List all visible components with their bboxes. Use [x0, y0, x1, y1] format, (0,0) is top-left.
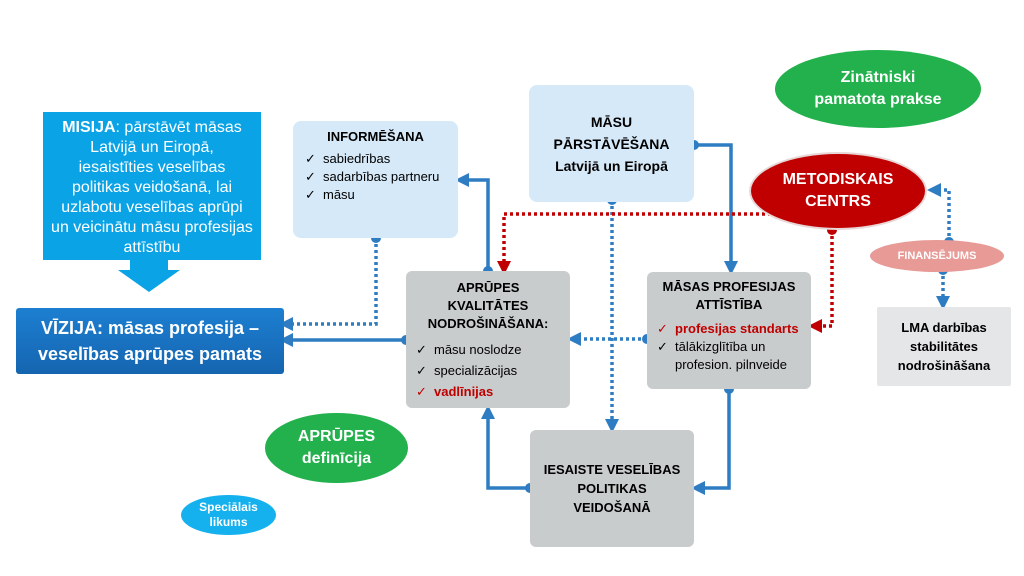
special-law-oval: Speciālais likums: [181, 495, 276, 535]
connector-policy-to-quality: [481, 405, 530, 490]
connector-profdev-to-policy: [691, 389, 731, 495]
informing-title: INFORMĒŠANA: [327, 129, 424, 144]
informing-box: INFORMĒŠANA ✓sabiedrības ✓sadarbības par…: [293, 121, 458, 238]
connector-representation-to-profdev: [694, 143, 738, 275]
check-icon: ✓: [305, 169, 316, 184]
representation-line: Latvijā un Eiropā: [555, 157, 668, 174]
method-line: METODISKAIS: [782, 171, 894, 188]
list-item: ✓tālākizglītība un profesion. pilnveide: [657, 339, 788, 372]
list-item: ✓profesijas standarts: [657, 321, 799, 336]
care-def-line: APRŪPES: [297, 428, 376, 445]
method-oval: METODISKAIS CENTRS: [749, 152, 927, 230]
policy-line: VEIDOŠANĀ: [573, 500, 651, 515]
list-item: ✓māsu noslodze: [414, 339, 562, 360]
funding-label: FINANSĒJUMS: [897, 250, 977, 262]
lma-box: LMA darbības stabilitātes nodrošināšana: [877, 307, 1011, 386]
connector-informing-to-vision: [279, 238, 378, 331]
mission-lead: MISIJA: [62, 119, 116, 136]
evidence-oval: Zinātniski pamatota prakse: [775, 50, 981, 128]
funding-oval: FINANSĒJUMS: [870, 240, 1004, 272]
quality-title-line: APRŪPES: [456, 280, 520, 295]
policy-line: IESAISTE VESELĪBAS: [543, 462, 681, 477]
lma-line: LMA darbības: [901, 320, 987, 335]
connector-quality-to-informing: [455, 173, 490, 272]
list-item: ✓sadarbības partneru: [305, 169, 440, 184]
policy-box: IESAISTE VESELĪBAS POLITIKAS VEIDOŠANĀ: [530, 430, 694, 547]
quality-box: APRŪPES KVALITĀTES NODROŠINĀŠANA: ✓māsu …: [406, 271, 570, 408]
list-item: ✓māsu: [305, 187, 355, 202]
vision-line2: veselības aprūpes pamats: [37, 344, 263, 364]
policy-line: POLITIKAS: [577, 481, 647, 496]
check-icon: ✓: [416, 363, 427, 378]
quality-title-line: NODROŠINĀŠANA:: [427, 316, 549, 331]
check-icon: ✓: [657, 339, 668, 354]
lma-line: nodrošināšana: [897, 358, 991, 373]
quality-title-line: KVALITĀTES: [447, 298, 529, 313]
special-law-line: Speciālais: [199, 500, 258, 514]
vision-box: VĪZIJA: māsas profesija – veselības aprū…: [16, 308, 284, 374]
vision-line1: VĪZIJA: māsas profesija –: [40, 318, 260, 338]
mission-box: MISIJA: pārstāvēt māsas Latvijā un Eirop…: [43, 112, 261, 260]
care-def-line: definīcija: [301, 450, 372, 467]
care-definition-oval: APRŪPES definīcija: [265, 413, 408, 483]
mission-text: : pārstāvēt māsas Latvijā un Eiropā, ies…: [51, 119, 253, 256]
representation-box: MĀSU PĀRSTĀVĒŠANA Latvijā un Eiropā: [529, 85, 694, 202]
connector-method-to-profdev: [808, 230, 834, 333]
check-icon: ✓: [416, 342, 427, 357]
check-icon: ✓: [305, 187, 316, 202]
list-item: ✓vadlīnijas: [414, 381, 562, 402]
representation-line: MĀSU: [590, 113, 633, 130]
profdev-title-line: MĀSAS PROFESIJAS: [662, 279, 796, 294]
check-icon: ✓: [657, 321, 668, 336]
list-item: ✓specializācijas: [414, 360, 562, 381]
list-item: ✓sabiedrības: [305, 151, 391, 166]
lma-line: stabilitātes: [910, 339, 978, 354]
special-law-line: likums: [209, 515, 248, 529]
method-line: CENTRS: [805, 193, 871, 210]
profdev-title-line: ATTĪSTĪBA: [695, 297, 763, 312]
connector-method-to-quality: [497, 212, 777, 275]
representation-line: PĀRSTĀVĒŠANA: [553, 135, 670, 152]
profdev-box: MĀSAS PROFESIJAS ATTĪSTĪBA ✓profesijas s…: [647, 272, 811, 389]
connector-funding-to-method: [927, 183, 951, 242]
check-icon: ✓: [305, 151, 316, 166]
evidence-line: Zinātniski: [840, 69, 916, 86]
check-icon: ✓: [416, 384, 427, 399]
evidence-line: pamatota prakse: [814, 91, 942, 108]
arrow-down-icon: [118, 258, 180, 292]
